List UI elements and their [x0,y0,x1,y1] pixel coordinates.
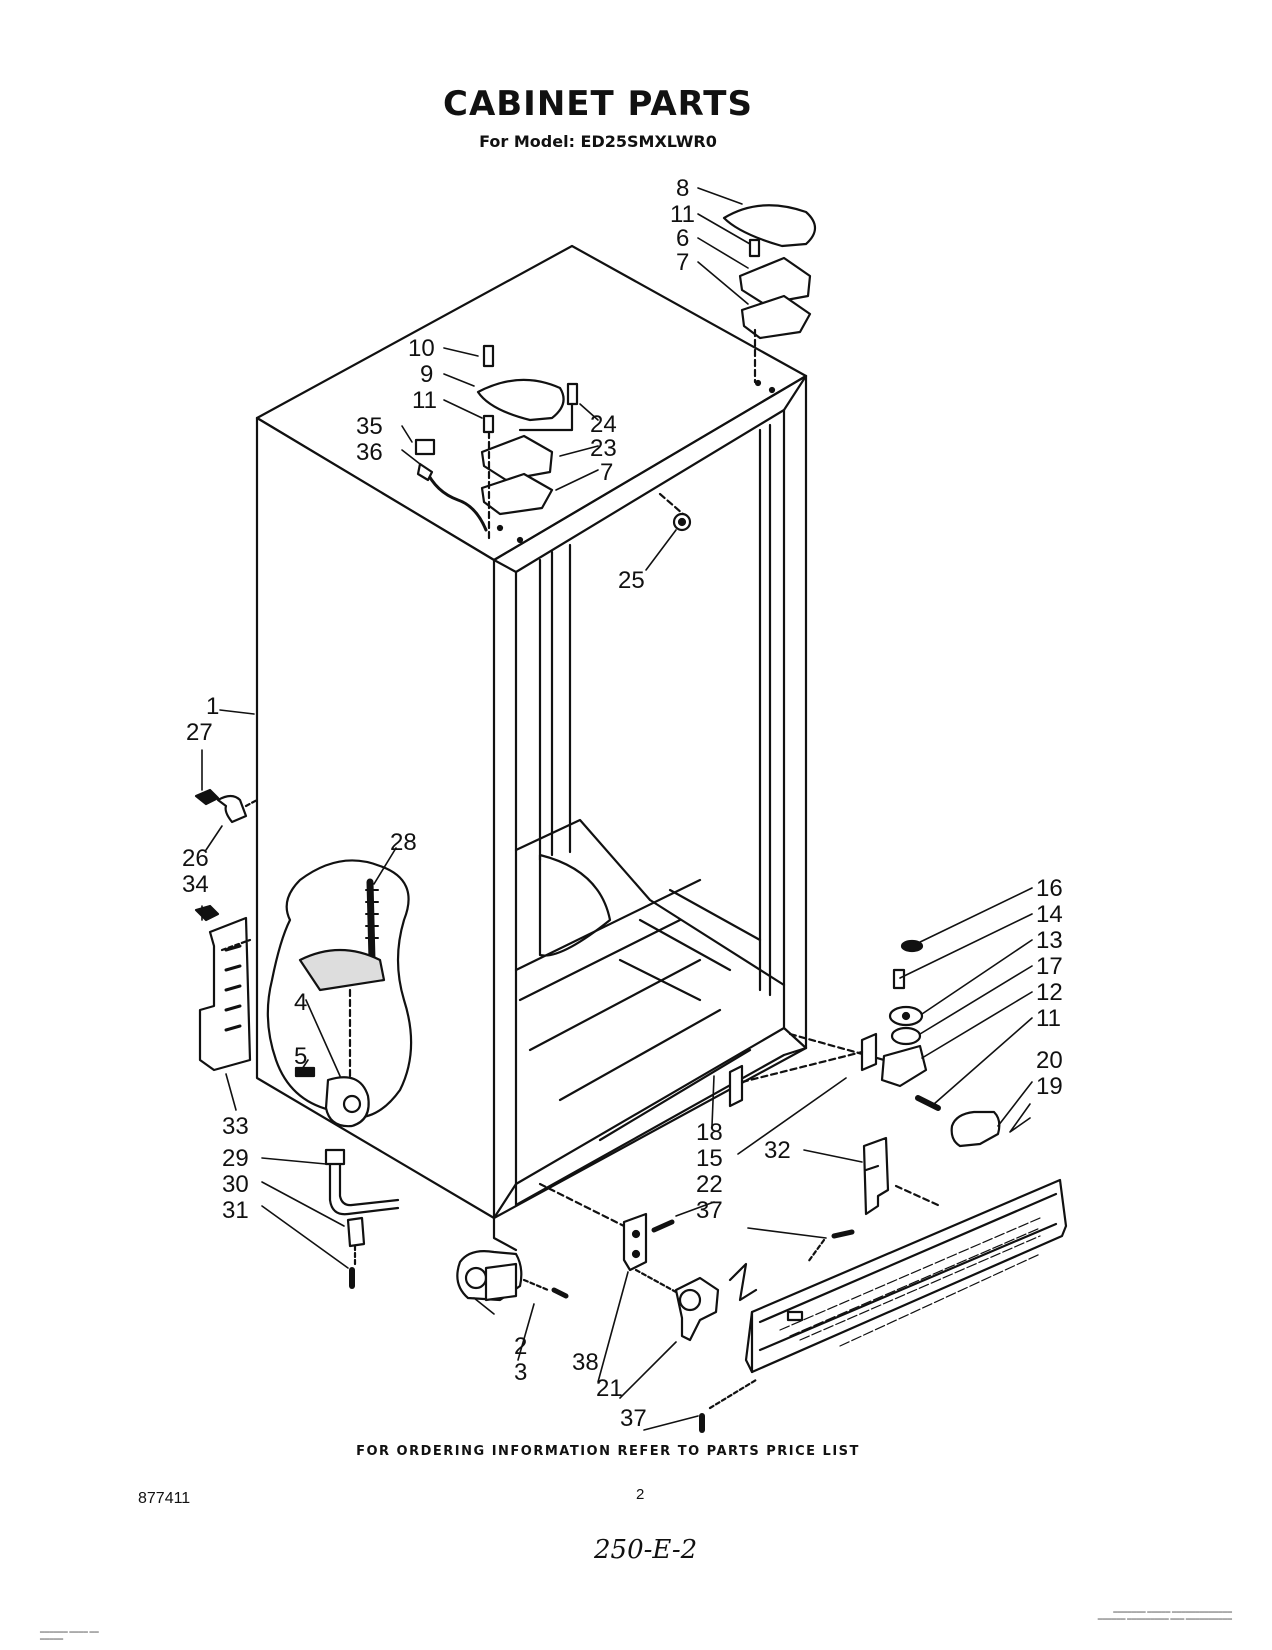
callout-36: 36 [356,439,383,466]
cap-20 [950,1110,1001,1148]
bracket-38 [622,1212,648,1272]
callout-22: 22 [696,1171,723,1198]
callout-10: 10 [408,335,435,362]
screw-5 [294,1066,316,1078]
callout-17: 17 [1036,953,1063,980]
callout-8: 8 [676,175,689,202]
callout-18: 18 [696,1119,723,1146]
hinge-shim-7-upper [740,294,812,340]
ordering-note: FOR ORDERING INFORMATION REFER TO PARTS … [356,1444,860,1459]
screw-3 [551,1287,569,1299]
callout-33: 33 [222,1113,249,1140]
screw-24 [566,382,579,406]
callout-27: 27 [186,719,213,746]
base-grille-assembly [699,1110,1068,1433]
callout-11: 11 [670,201,695,228]
callout-12: 12 [1036,979,1063,1006]
callout-25: 25 [618,567,645,594]
callout-9: 9 [420,361,433,388]
callout-7: 7 [676,249,689,276]
callout-37: 37 [620,1405,647,1432]
callout-28: 28 [390,829,417,856]
callout-16: 16 [1036,875,1063,902]
screw-34 [194,904,220,922]
hinge-cover-8 [722,204,817,248]
screw-10 [482,344,495,368]
upper-right-hinge-assembly [722,204,817,384]
callout-20: 20 [1036,1047,1063,1074]
upper-left-hinge-assembly [414,344,579,542]
screw-22 [651,1219,675,1233]
page-title: CABINET PARTS [443,84,753,124]
water-valve-cutaway [266,859,413,1128]
callout-11: 11 [412,387,437,414]
hinge-12 [880,1044,928,1088]
screw-11-upper [748,238,761,258]
drain-tube-assembly [324,1148,400,1289]
tube-29 [328,1160,400,1216]
clip-32 [862,1136,890,1216]
callout-6: 6 [676,225,689,252]
callout-29: 29 [222,1145,249,1172]
left-bracket-33 [194,904,252,1072]
callout-2: 2 [514,1333,527,1360]
plug-35 [414,438,436,456]
lower-right-hinge-assembly [728,939,941,1111]
callout-23: 23 [590,435,617,462]
callout-leaders [201,187,1033,1431]
callout-5: 5 [294,1043,307,1070]
callout-35: 35 [356,413,383,440]
front-roller-assembly [456,1250,569,1302]
shim-18 [860,1032,878,1072]
hinge-shim-7-left [480,472,554,516]
callout-11: 11 [1036,1005,1061,1032]
hinge-plate-23 [480,434,554,482]
callout-19: 19 [1036,1073,1063,1100]
callout-4: 4 [294,989,307,1016]
hinge-21 [674,1276,720,1342]
fine-print-left: ▁▁▁▁▁▁ ▁▁▁▁ ▁▁▁▁▁▁▁ [40,1627,99,1640]
callout-7: 7 [600,459,613,486]
callout-21: 21 [596,1375,623,1402]
handwritten-code: 250-E-2 [594,1535,698,1565]
screw-11-lower [915,1095,941,1111]
callout-13: 13 [1036,927,1063,954]
callout-24: 24 [590,411,617,438]
clip-26 [216,794,248,824]
screw-28 [366,878,376,964]
callout-26: 26 [182,845,209,872]
callout-3: 3 [514,1359,527,1386]
hinge-cover-9 [476,378,565,422]
callout-15: 15 [696,1145,723,1172]
screw-11-left [482,414,495,434]
callout-30: 30 [222,1171,249,1198]
screw-37-upper [831,1229,855,1239]
callout-numbers: 8 11 6 7 10 9 11 24 35 23 36 7 25 1 27 2… [182,175,1063,1432]
center-hinge-bracket [538,1182,758,1342]
drawing-number: 877411 [138,1490,191,1507]
screw-14 [892,968,906,990]
page-number: 2 [636,1486,645,1503]
callout-1: 1 [206,693,219,720]
callout-37: 37 [696,1197,723,1224]
hinge-plate-6 [738,256,812,306]
callout-31: 31 [222,1197,249,1224]
callout-14: 14 [1036,901,1063,928]
clamp-30 [346,1216,366,1248]
left-side-clip-parts [194,788,259,824]
cabinet-plug-25 [658,492,692,532]
callout-34: 34 [182,871,209,898]
harness-36 [424,468,488,532]
model-subtitle: For Model: ED25SMXLWR0 [479,132,717,151]
callout-38: 38 [572,1349,599,1376]
screw-27 [194,788,220,806]
fine-print-right: ▁▁▁▁▁▁▁ ▁▁▁▁▁ ▁▁▁▁▁▁▁▁▁▁▁▁▁▁▁▁▁▁▁ ▁▁▁▁▁▁… [1097,1607,1232,1620]
callout-32: 32 [764,1137,791,1164]
